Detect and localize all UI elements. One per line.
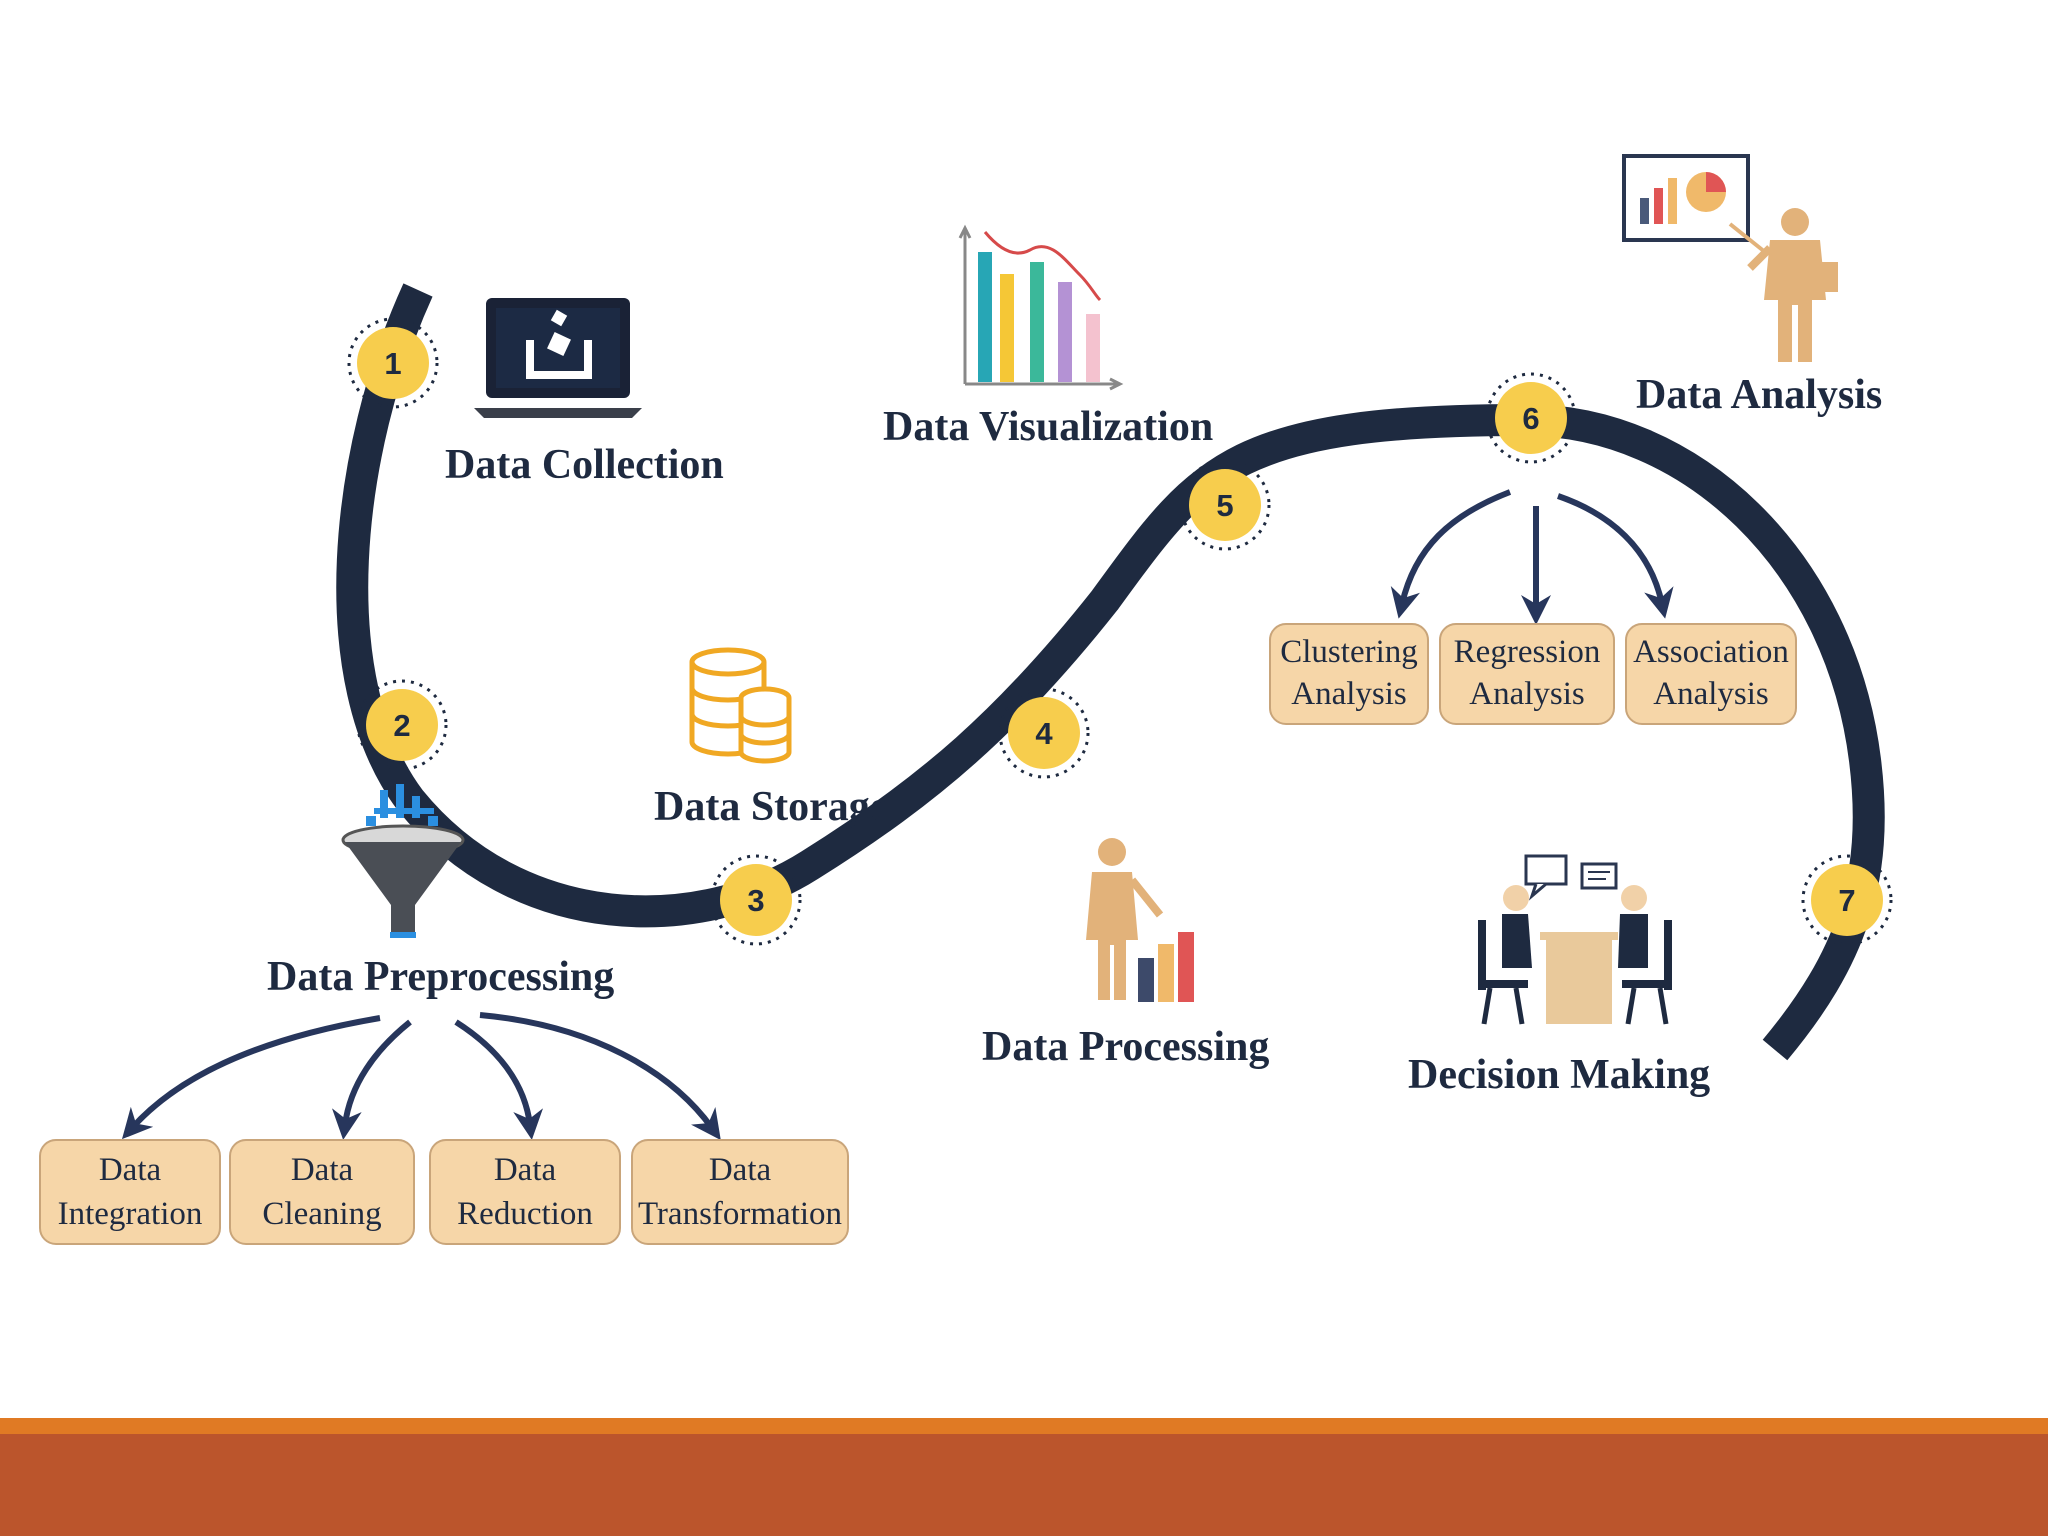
stage-data-storage: Data Storage [654, 784, 888, 830]
box-line-2: Transformation [638, 1196, 842, 1232]
box-line-1: Regression [1454, 634, 1601, 670]
stage-data-collection: Data Collection [445, 442, 724, 488]
box-line-1: Association [1633, 634, 1789, 670]
box-line-2: Cleaning [262, 1196, 381, 1232]
box-line-2: Reduction [457, 1196, 593, 1232]
node-1: 1 [349, 319, 437, 407]
node-1-label: 1 [384, 346, 401, 381]
arrow-to-reduction [456, 1022, 530, 1125]
node-6: 6 [1487, 374, 1575, 462]
stage-data-preprocessing: Data Preprocessing [267, 954, 614, 1000]
node-4-label: 4 [1035, 716, 1053, 751]
node-4: 4 [1000, 689, 1088, 777]
stage-data-visualization: Data Visualization [883, 404, 1213, 450]
box-line-1: Data [494, 1152, 557, 1188]
box-line-2: Integration [58, 1196, 203, 1232]
footer-accent-line [0, 1418, 2048, 1434]
box-line-1: Clustering [1280, 634, 1418, 670]
node-6-label: 6 [1522, 401, 1539, 436]
node-7-label: 7 [1838, 883, 1855, 918]
database-icon [692, 650, 789, 761]
box-line-1: Data [709, 1152, 772, 1188]
stage-data-processing: Data Processing [982, 1024, 1269, 1070]
business-person-icon [1086, 838, 1194, 1002]
node-5-label: 5 [1216, 488, 1233, 523]
box-line-2: Analysis [1653, 676, 1769, 712]
box-line-1: Data [291, 1152, 354, 1188]
arrow-to-transformation [480, 1015, 712, 1128]
meeting-icon [1478, 856, 1672, 1024]
node-5: 5 [1181, 461, 1269, 549]
analysis-box-regression: Regression Analysis [1440, 624, 1614, 724]
stage-data-analysis: Data Analysis [1636, 372, 1882, 418]
arrow-to-cleaning [345, 1022, 410, 1125]
presenter-icon [1624, 156, 1838, 362]
preprocess-box-integration: Data Integration [40, 1140, 220, 1244]
preprocess-box-reduction: Data Reduction [430, 1140, 620, 1244]
bar-chart-icon [960, 228, 1120, 389]
box-line-2: Analysis [1291, 676, 1407, 712]
arrow-to-clustering [1402, 492, 1510, 604]
footer-band [0, 1434, 2048, 1536]
node-3-label: 3 [747, 883, 764, 918]
preprocess-box-transformation: Data Transformation [632, 1140, 848, 1244]
stage-decision-making: Decision Making [1408, 1052, 1710, 1098]
funnel-icon [343, 784, 463, 938]
box-line-2: Analysis [1469, 676, 1585, 712]
preprocess-box-cleaning: Data Cleaning [230, 1140, 414, 1244]
analysis-box-association: Association Analysis [1626, 624, 1796, 724]
laptop-upload-icon [474, 298, 642, 418]
arrow-to-association [1558, 496, 1662, 604]
analysis-box-clustering: Clustering Analysis [1270, 624, 1428, 724]
node-2-label: 2 [393, 708, 410, 743]
arrow-to-integration [132, 1018, 380, 1128]
box-line-1: Data [99, 1152, 162, 1188]
